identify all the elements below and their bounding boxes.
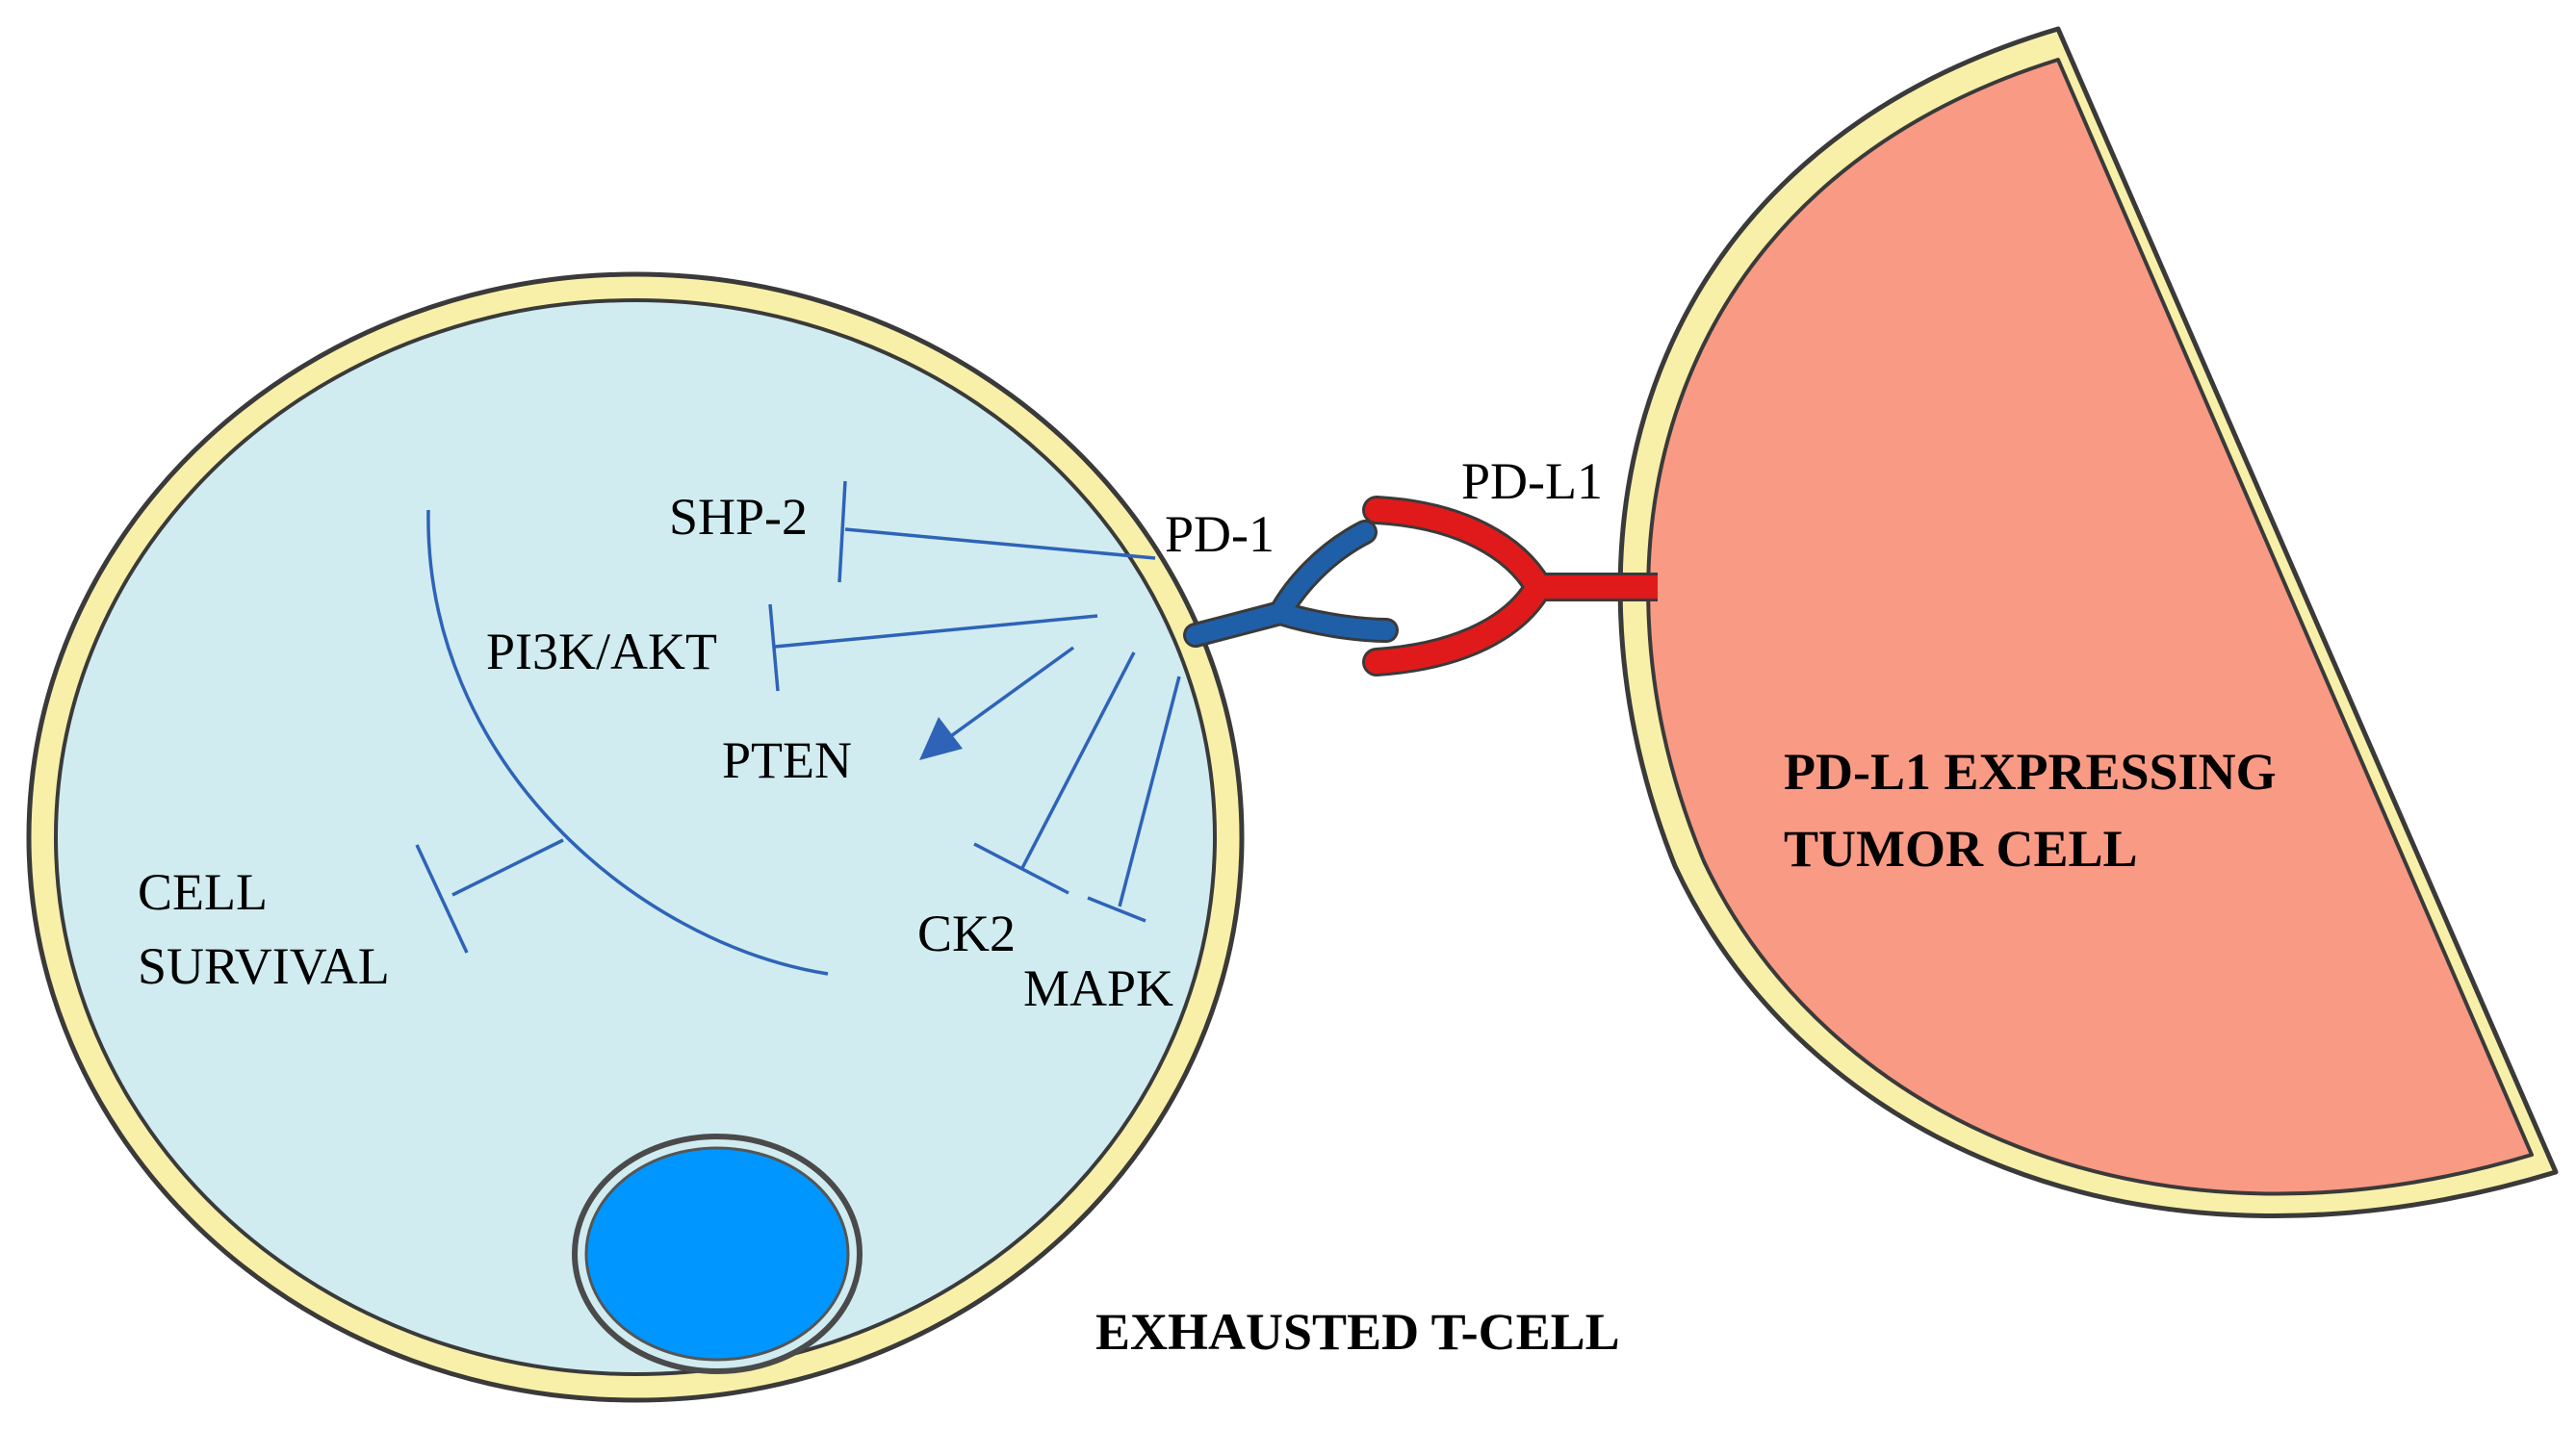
pd1-receptor [1183, 520, 1399, 648]
pdl1-ligand [1362, 496, 1658, 676]
t-cell [26, 271, 1245, 1403]
label-exhausted-tcell: EXHAUSTED T-CELL [1095, 1303, 1620, 1361]
label-cell: CELL [138, 863, 268, 921]
inhibition-line-cell-survival [451, 838, 564, 897]
t-cell-cytoplasm [54, 298, 1217, 1376]
inhibition-line-pi3k-akt [774, 614, 1098, 649]
label-ck2: CK2 [917, 905, 1016, 962]
tumor-cell-body [1646, 58, 2534, 1196]
label-mapk: MAPK [1023, 959, 1173, 1017]
activation-line-pten [946, 646, 1075, 740]
tumor-cell [1617, 26, 2559, 1219]
label-survival: SURVIVAL [138, 937, 390, 995]
signaling-arrows [415, 480, 1181, 976]
label-pdl1: PD-L1 [1461, 452, 1603, 510]
inhibition-line-ck2 [1020, 651, 1136, 869]
pathway-arc [426, 509, 829, 976]
label-pd1: PD-1 [1165, 505, 1275, 563]
inhibition-bar-pi3k-akt [768, 603, 780, 692]
label-tumor-line2: TUMOR CELL [1784, 820, 2138, 878]
inhibition-bar-shp2 [837, 480, 847, 583]
label-tumor-line1: PD-L1 EXPRESSING [1784, 743, 2277, 801]
label-pten: PTEN [722, 731, 852, 789]
activation-arrowhead-pten [919, 717, 963, 760]
label-shp2: SHP-2 [669, 488, 808, 546]
inhibition-bar-mapk [1087, 896, 1146, 923]
nucleus [584, 1146, 850, 1362]
inhibition-line-mapk [1118, 676, 1181, 907]
inhibition-bar-cell-survival [415, 844, 469, 954]
inhibition-bar-ck2 [973, 842, 1069, 895]
label-pi3k-akt: PI3K/AKT [486, 623, 717, 680]
inhibition-line-shp2 [844, 527, 1156, 560]
